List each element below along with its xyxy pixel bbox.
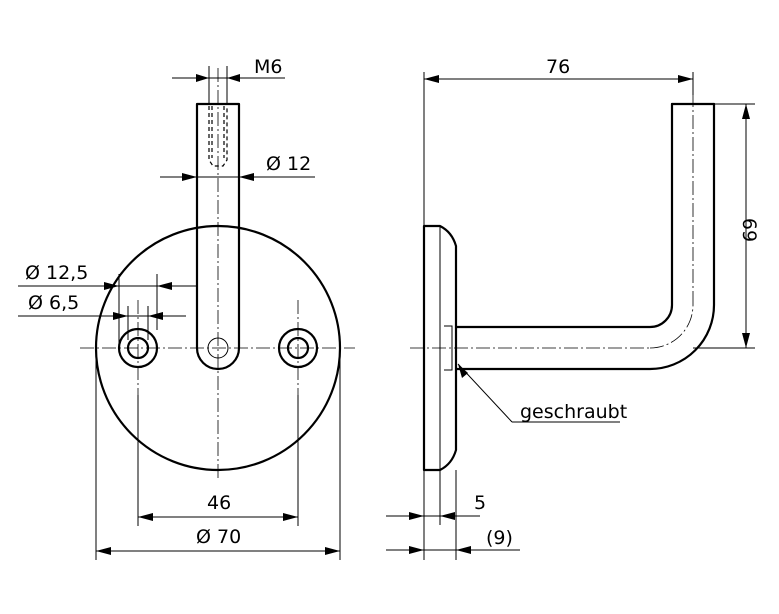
note-label: geschraubt <box>520 401 627 423</box>
hole-arrow-right <box>148 312 163 320</box>
side-rod-inner-edge <box>454 102 674 329</box>
note-leader-arrow <box>458 364 468 378</box>
plate-arrow-left <box>96 547 111 555</box>
plate-arrow-right <box>325 547 340 555</box>
hole-label: Ø 6,5 <box>28 292 79 314</box>
overall-thickness-label: (9) <box>486 527 513 549</box>
height-arrow-bottom <box>742 333 750 348</box>
overall-arrow-left <box>409 546 424 554</box>
front-view: M6 Ø 12 Ø 12,5 Ø 6,5 46 Ø 70 <box>18 56 355 560</box>
width-arrow-left <box>424 75 439 83</box>
width-label: 76 <box>546 56 570 78</box>
thickness-arrow-left <box>409 512 424 520</box>
height-arrow-top <box>742 104 750 119</box>
hole-arrow-left <box>113 312 128 320</box>
side-plate-outline <box>422 224 458 472</box>
counterbore-label: Ø 12,5 <box>25 262 88 284</box>
spacing-arrow-left <box>138 513 153 521</box>
plate-thickness-label: 5 <box>474 492 486 514</box>
plate-diameter-label: Ø 70 <box>196 526 241 548</box>
overall-arrow-right <box>456 546 471 554</box>
side-screw <box>444 325 453 371</box>
counterbore-arrow-left <box>104 282 119 290</box>
spacing-arrow-right <box>283 513 298 521</box>
thread-label: M6 <box>254 56 282 78</box>
width-arrow-right <box>678 75 693 83</box>
m6-arrow-right <box>227 74 240 82</box>
rod-dia-arrow-right <box>239 173 254 181</box>
thread-hidden-inner <box>211 106 225 158</box>
rod-dia-arrow-left <box>182 173 197 181</box>
side-rod-outer-edge <box>454 102 716 371</box>
thickness-arrow-right <box>440 512 455 520</box>
m6-arrow-left <box>196 74 209 82</box>
rod-diameter-label: Ø 12 <box>266 153 311 175</box>
height-label: 69 <box>738 218 760 242</box>
side-view: 76 69 geschraubt 5 (9) <box>386 56 760 560</box>
hole-spacing-label: 46 <box>207 492 231 514</box>
counterbore-arrow-right <box>157 282 172 290</box>
side-bend-centerline <box>649 304 694 349</box>
rod-outline <box>195 102 241 371</box>
